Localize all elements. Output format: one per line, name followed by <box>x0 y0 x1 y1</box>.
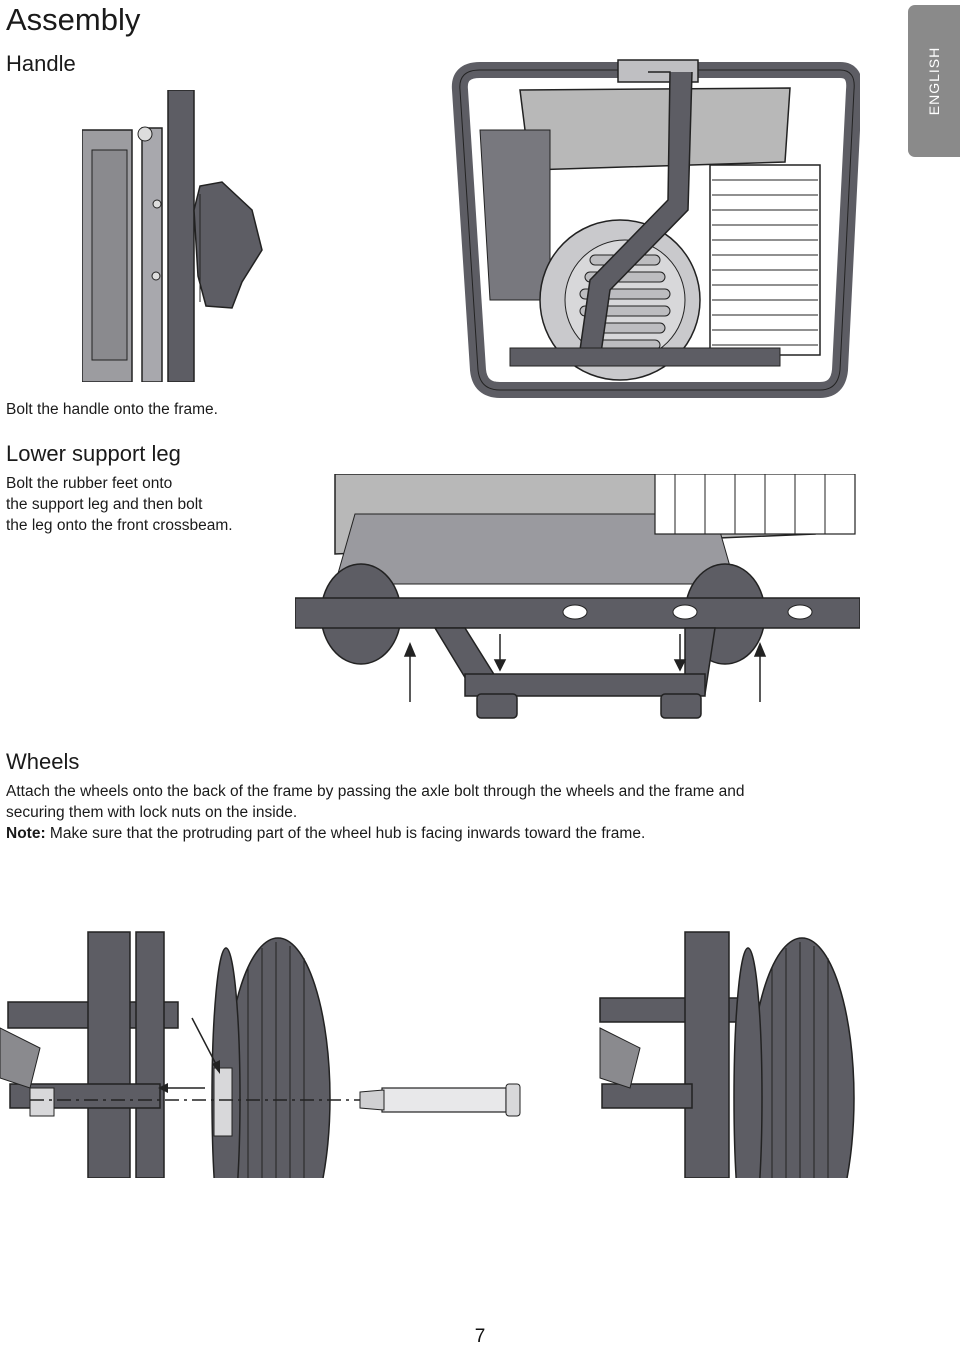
wheels-note-text: Make sure that the protruding part of th… <box>45 825 646 842</box>
support-leg-text-line2: the support leg and then bolt <box>6 496 203 513</box>
support-leg-text-line1: Bolt the rubber feet onto <box>6 475 173 492</box>
handle-heading: Handle <box>6 51 76 76</box>
support-leg-illustration <box>295 474 860 719</box>
wheels-heading: Wheels <box>6 749 80 774</box>
generator-handle-illustration <box>451 59 860 398</box>
handle-detail-illustration <box>82 90 272 382</box>
page-title: Assembly <box>6 2 141 37</box>
wheels-note-label: Note: <box>6 825 46 842</box>
wheels-text-line1: Attach the wheels onto the back of the f… <box>6 783 745 800</box>
handle-caption: Bolt the handle onto the frame. <box>6 401 218 418</box>
language-tab-label: ENGLISH <box>926 46 942 116</box>
page-number: 7 <box>474 1326 486 1347</box>
wheels-text-line2: securing them with lock nuts on the insi… <box>6 804 298 821</box>
wheel-assembly-illustration <box>0 931 855 1178</box>
support-leg-text-line3: the leg onto the front crossbeam. <box>6 517 233 534</box>
language-tab[interactable]: ENGLISH <box>908 5 960 157</box>
wheels-note: Note: Make sure that the protruding part… <box>6 823 645 845</box>
support-leg-heading: Lower support leg <box>6 441 181 466</box>
